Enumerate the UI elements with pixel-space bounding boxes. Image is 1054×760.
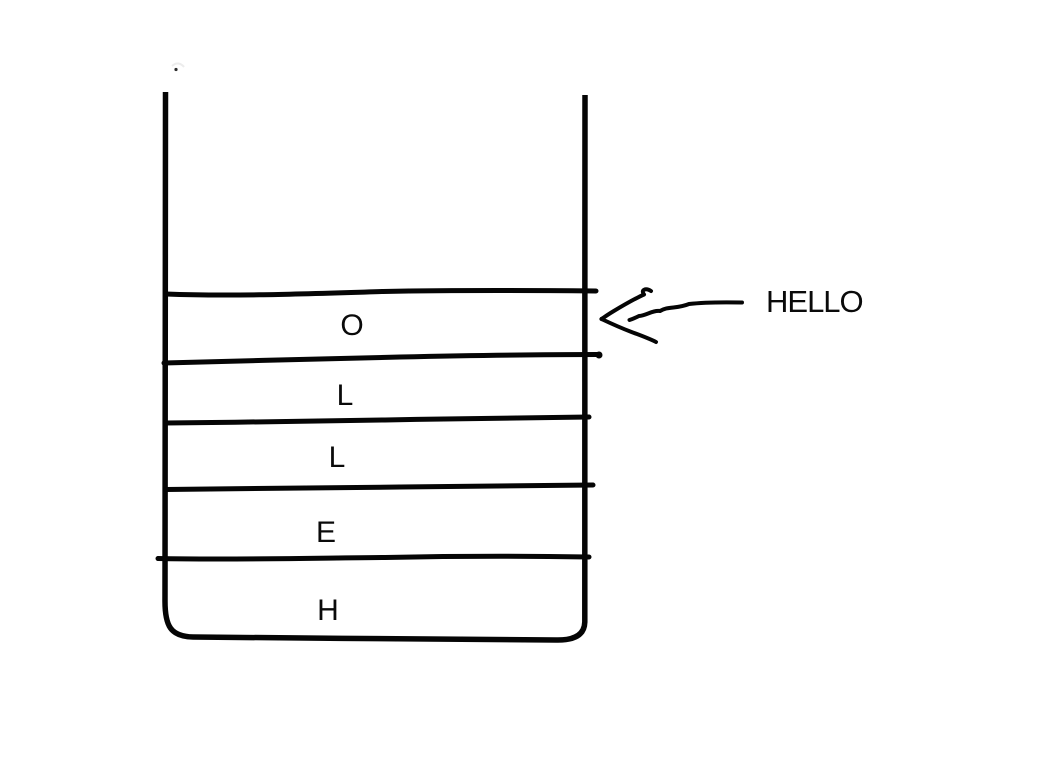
stack-container-outline xyxy=(162,91,588,643)
stack-item-label-4: E xyxy=(316,516,336,549)
divider-ink-blob xyxy=(595,351,603,359)
stack-level-divider-4 xyxy=(163,482,596,492)
stack-level-divider-2 xyxy=(161,352,601,366)
annotation-arrow-icon xyxy=(599,287,744,344)
arrow-head-upper xyxy=(599,287,653,321)
faint-smudge xyxy=(171,62,185,68)
stack-item-label-bottom: H xyxy=(317,594,339,627)
stack-item-label-top: O xyxy=(340,309,363,342)
arrow-shaft xyxy=(627,300,744,322)
annotation-label: HELLO xyxy=(766,284,863,319)
stack-level-divider-3 xyxy=(162,414,592,426)
stack-item-label-2: L xyxy=(337,379,354,412)
arrow-head-lower xyxy=(599,317,658,344)
stack-item-label-3: L xyxy=(329,441,346,474)
stack-level-divider-top xyxy=(163,288,599,298)
stray-ink-dot xyxy=(174,67,178,72)
stack-level-divider-5 xyxy=(155,553,592,562)
